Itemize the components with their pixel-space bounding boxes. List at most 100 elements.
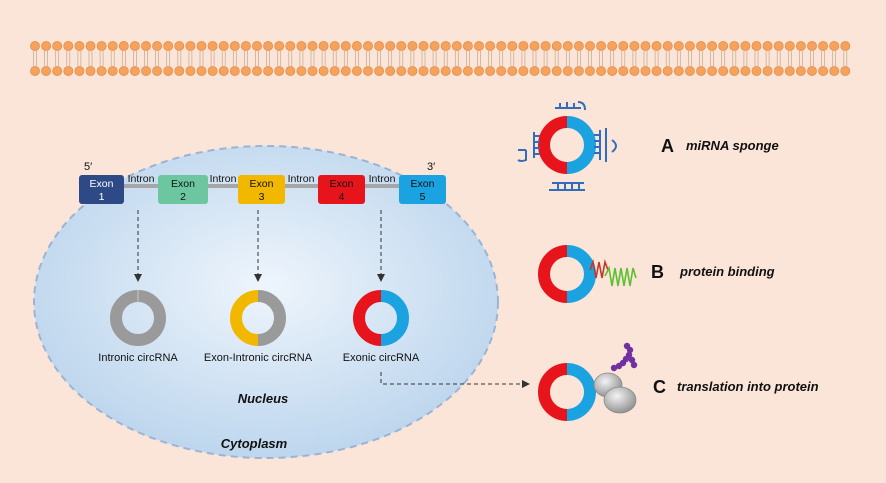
membrane-bead bbox=[351, 66, 362, 76]
export-arrow bbox=[380, 372, 530, 388]
membrane-bead bbox=[496, 41, 507, 51]
membrane-bead bbox=[440, 66, 451, 76]
lipid-tail bbox=[732, 51, 737, 66]
membrane-bead bbox=[485, 41, 495, 51]
lipid-tail bbox=[355, 51, 359, 66]
membrane-bead bbox=[773, 41, 784, 51]
lipid-tail bbox=[810, 51, 814, 66]
lipid-tail bbox=[610, 51, 615, 66]
exon-intronic-circrna-ring bbox=[230, 290, 286, 346]
membrane-bead bbox=[718, 66, 729, 76]
lipid-tail bbox=[66, 51, 71, 66]
membrane-bead bbox=[673, 41, 684, 51]
membrane-bead bbox=[374, 66, 384, 76]
membrane-bead bbox=[585, 66, 595, 76]
membrane-bead bbox=[796, 66, 806, 76]
membrane-bead bbox=[363, 66, 373, 76]
exon-5: Exon 5 bbox=[399, 175, 446, 204]
membrane-bead bbox=[640, 41, 651, 51]
membrane-bead bbox=[141, 41, 151, 51]
lipid-tail bbox=[277, 51, 282, 66]
membrane-bead bbox=[218, 66, 229, 76]
membrane-bead bbox=[507, 66, 518, 76]
membrane-bead bbox=[707, 66, 717, 76]
membrane-bead bbox=[796, 41, 806, 51]
membrane-bead bbox=[185, 41, 196, 51]
function-c-letter: C bbox=[653, 377, 666, 397]
lipid-tail bbox=[643, 51, 648, 66]
membrane-bead bbox=[829, 66, 840, 76]
membrane-bead bbox=[263, 66, 273, 76]
membrane-bead bbox=[562, 41, 573, 51]
membrane-bead bbox=[74, 41, 85, 51]
membrane-bead bbox=[518, 66, 529, 76]
membrane-bead bbox=[163, 66, 174, 76]
membrane-bead bbox=[462, 66, 473, 76]
lipid-tail bbox=[621, 51, 626, 66]
exon-intronic-circrna-label: Exon-Intronic circRNA bbox=[204, 352, 313, 364]
membrane-bead bbox=[385, 66, 396, 76]
membrane-bead bbox=[174, 66, 185, 76]
membrane-bead bbox=[107, 66, 118, 76]
membrane-bead bbox=[252, 41, 262, 51]
lipid-tail bbox=[477, 51, 481, 66]
protein-red-helix bbox=[589, 259, 609, 279]
lipid-tail bbox=[110, 51, 115, 66]
intron-label-4: Intron bbox=[369, 173, 396, 185]
membrane-bead bbox=[651, 41, 662, 51]
membrane-bead bbox=[607, 41, 618, 51]
exon-2: Exon 2 bbox=[158, 175, 208, 204]
membrane-bead bbox=[784, 41, 795, 51]
membrane-bead bbox=[263, 41, 273, 51]
lipid-tail bbox=[676, 51, 681, 66]
membrane-bead bbox=[474, 66, 484, 76]
lipid-tail bbox=[166, 51, 171, 66]
membrane-bead bbox=[540, 41, 551, 51]
lipid-tail bbox=[765, 51, 770, 66]
function-b-letter: B bbox=[651, 262, 664, 282]
membrane-bead bbox=[196, 41, 207, 51]
translation-illustration bbox=[538, 342, 638, 421]
membrane-bead bbox=[52, 66, 63, 76]
lipid-tail bbox=[554, 51, 559, 66]
membrane-bead bbox=[685, 66, 695, 76]
membrane-bead bbox=[152, 41, 162, 51]
lipid-tail bbox=[787, 51, 792, 66]
exon-1-label: Exon bbox=[90, 178, 114, 190]
membrane-bead bbox=[429, 66, 440, 76]
membrane-bead bbox=[673, 66, 684, 76]
exonic-circrna-label: Exonic circRNA bbox=[343, 352, 420, 364]
membrane-bead bbox=[496, 66, 507, 76]
mirna-sponge-illustration bbox=[517, 101, 617, 191]
membrane-bead bbox=[152, 66, 162, 76]
exon-2-label: Exon bbox=[171, 178, 195, 190]
membrane-bead bbox=[274, 66, 285, 76]
membrane-bead bbox=[374, 41, 384, 51]
cytoplasm-label: Cytoplasm bbox=[221, 436, 288, 451]
membrane-bead bbox=[662, 41, 673, 51]
membrane-bead bbox=[196, 66, 207, 76]
membrane-bead bbox=[685, 41, 695, 51]
lipid-tail bbox=[288, 51, 293, 66]
lipid-tail bbox=[343, 51, 348, 66]
membrane-bead bbox=[96, 41, 107, 51]
protein-binding-illustration bbox=[538, 245, 637, 303]
membrane-bead bbox=[440, 41, 451, 51]
membrane-bead bbox=[718, 41, 729, 51]
membrane-bead bbox=[762, 66, 773, 76]
lipid-tail bbox=[199, 51, 204, 66]
lipid-tail bbox=[721, 51, 726, 66]
lipid-tail bbox=[377, 51, 381, 66]
membrane-bead bbox=[574, 41, 584, 51]
membrane-bead bbox=[840, 41, 851, 51]
five-prime-label: 5′ bbox=[84, 161, 92, 173]
exon-4: Exon 4 bbox=[318, 175, 365, 204]
membrane-bead bbox=[562, 66, 573, 76]
three-prime-label: 3′ bbox=[427, 161, 435, 173]
membrane-bead bbox=[507, 41, 518, 51]
lipid-tail bbox=[799, 51, 803, 66]
membrane-bead bbox=[74, 66, 85, 76]
membrane-bead bbox=[240, 41, 251, 51]
